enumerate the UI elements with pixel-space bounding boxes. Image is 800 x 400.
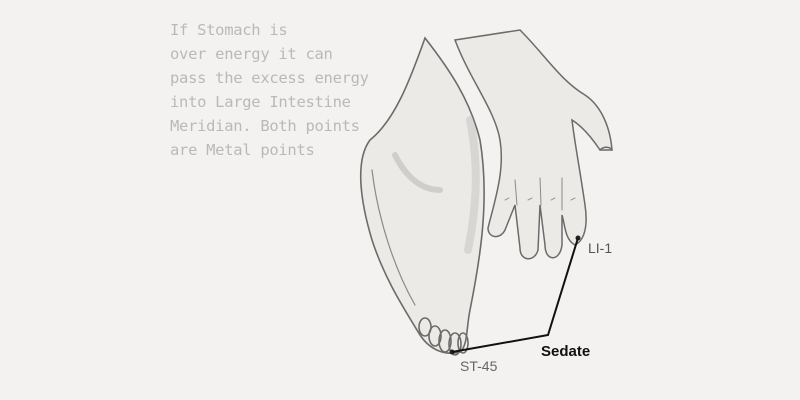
sedate-label: Sedate: [541, 343, 591, 360]
foot-illustration: [359, 36, 485, 356]
explanatory-note: If Stomach is over energy it can pass th…: [170, 21, 369, 159]
connector-line: [451, 237, 579, 353]
li1-label: LI-1: [588, 240, 613, 256]
st45-label: ST-45: [460, 358, 498, 374]
hand-illustration: [453, 29, 613, 260]
